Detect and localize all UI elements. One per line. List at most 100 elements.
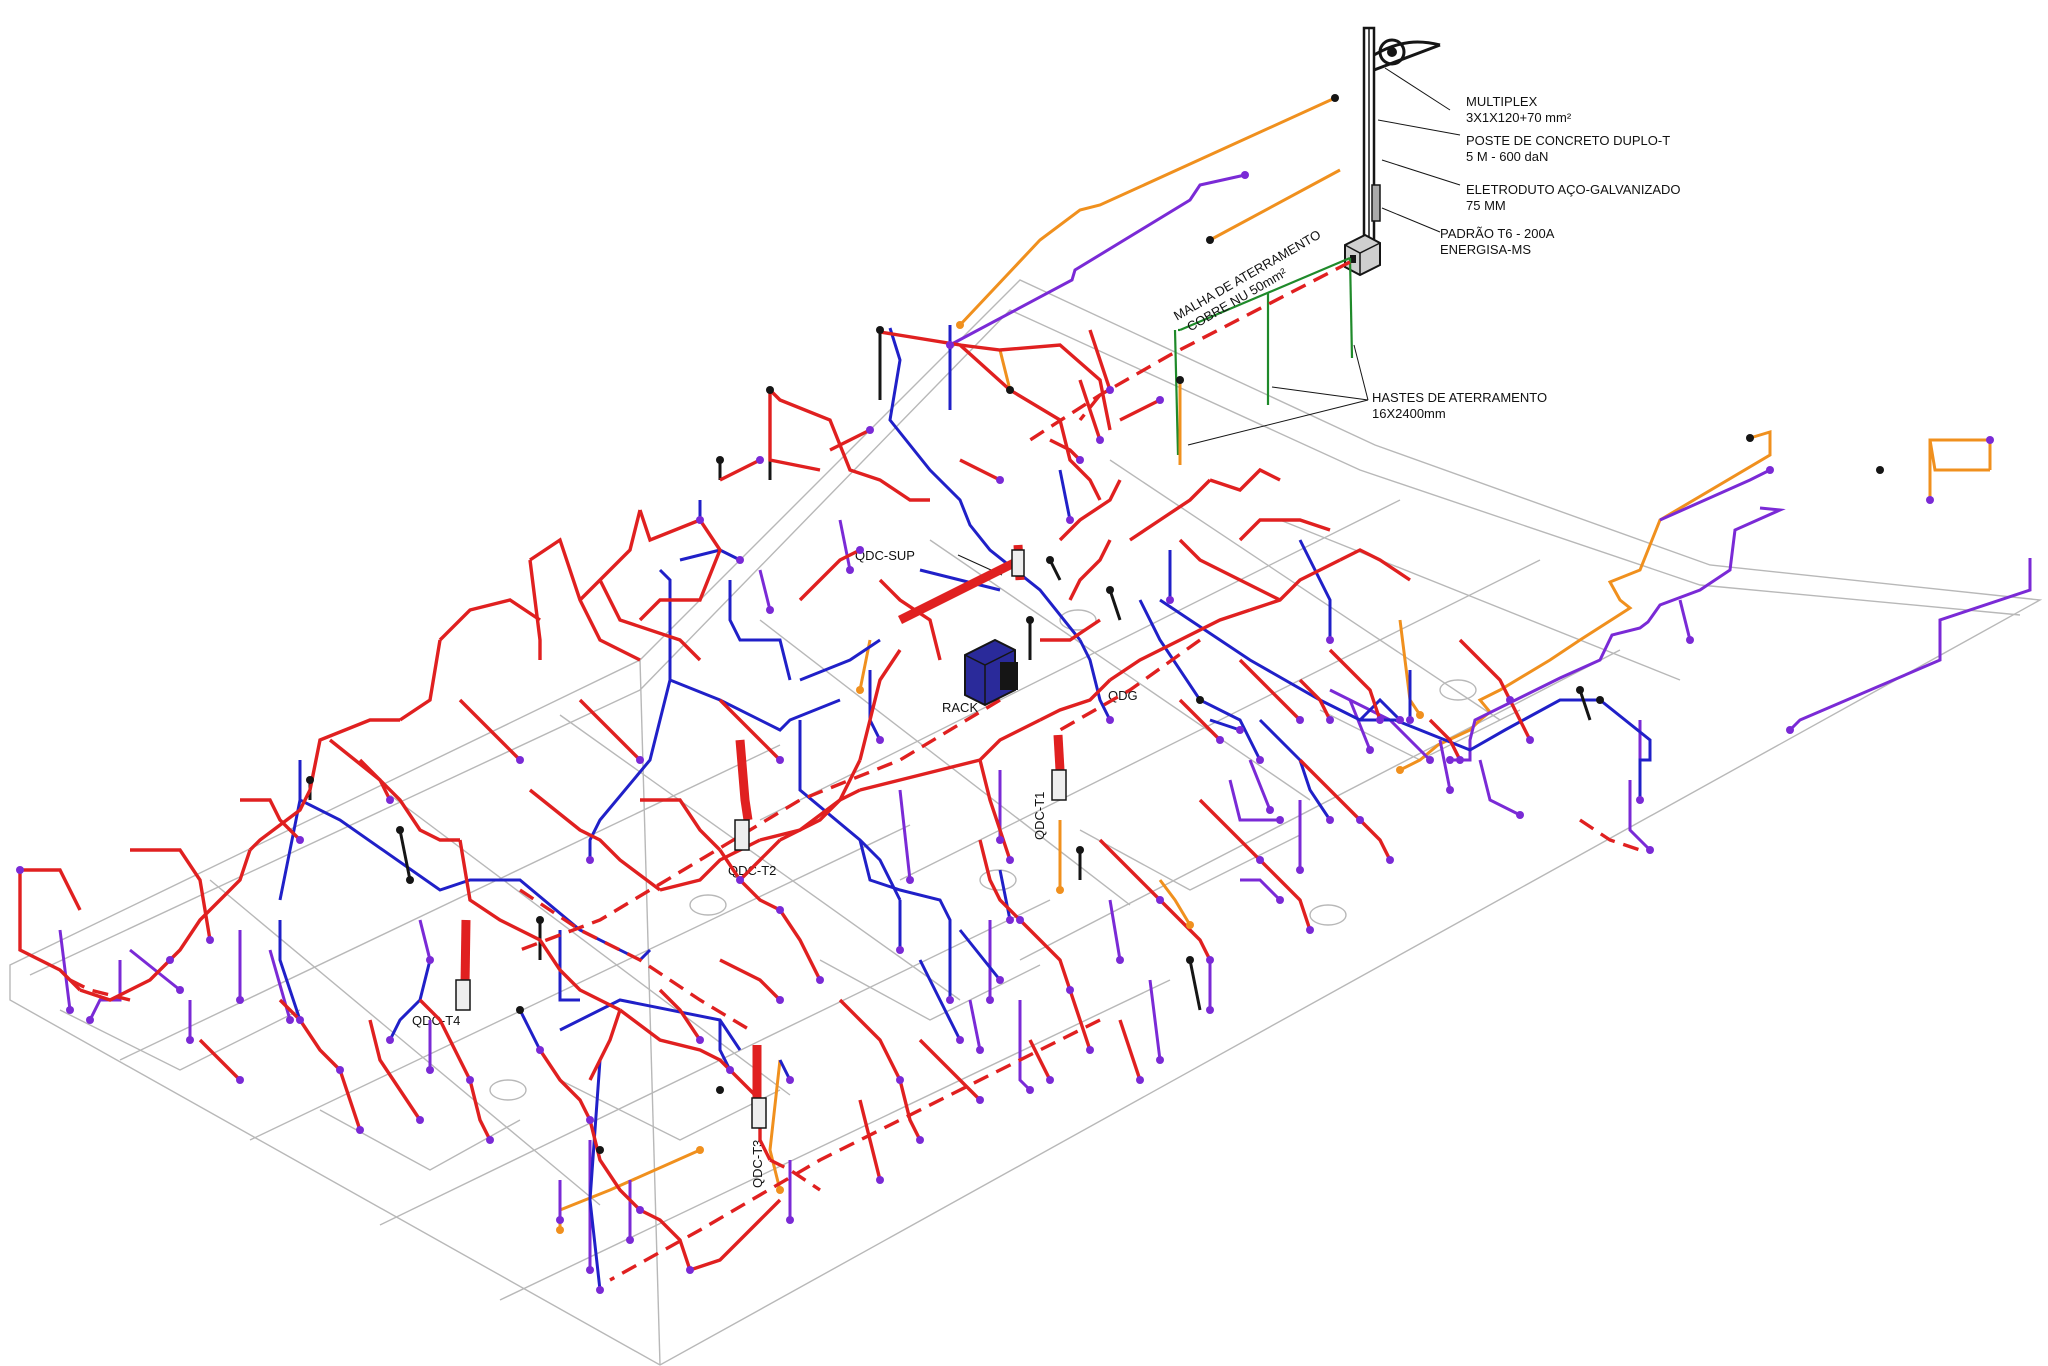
purple-run-5: [1438, 739, 1452, 791]
outlet-point: [1986, 436, 1994, 444]
outlet-point: [236, 996, 244, 1004]
outlet-point: [296, 836, 304, 844]
padrao-label: PADRÃO T6 - 200A: [1440, 226, 1555, 241]
outlet-point: [686, 1266, 694, 1274]
red-run-51: [418, 998, 472, 1081]
outlet-point: [946, 996, 954, 1004]
outlet-point: [386, 1036, 394, 1044]
outlet-point: [716, 456, 724, 464]
outlet-point: [336, 1066, 344, 1074]
blue-run-34: [998, 869, 1012, 921]
outlet-point: [386, 796, 394, 804]
rack-cabinet: [964, 638, 1018, 707]
outlet-point: [426, 1066, 434, 1074]
red-run-87: [798, 548, 861, 602]
outlet-point: [1216, 736, 1224, 744]
blue-run-23: [1058, 469, 1072, 521]
red-run-10: [399, 639, 442, 722]
orange-run-0: [958, 96, 1336, 327]
red-run-82: [578, 698, 642, 762]
outlet-point: [1006, 916, 1014, 924]
red-run-59: [1068, 989, 1092, 1051]
outlet-point: [1766, 466, 1774, 474]
purple-run-22: [58, 929, 72, 1011]
outlet-point: [1926, 496, 1934, 504]
outlet-point: [1326, 816, 1334, 824]
outlet-point: [856, 686, 864, 694]
red-run-66: [1428, 718, 1462, 761]
outlet-point: [86, 1016, 94, 1024]
red-run-45: [778, 909, 822, 981]
red-run-73: [658, 988, 702, 1041]
outlet-point: [976, 1046, 984, 1054]
blue-run-6: [278, 799, 302, 901]
outlet-point: [1786, 726, 1794, 734]
outlet-point: [296, 1016, 304, 1024]
outlet-point: [1026, 616, 1034, 624]
red-run-69: [1328, 648, 1382, 721]
conduit-pipe: [1371, 184, 1381, 222]
black-run-4: [1578, 689, 1592, 721]
red-run-38: [1040, 618, 1101, 642]
outlet-point: [626, 1236, 634, 1244]
red-run-3: [768, 390, 821, 472]
red-run-13: [168, 849, 252, 962]
outlet-point: [1376, 716, 1384, 724]
red-run-74: [838, 998, 902, 1081]
dashed-run-5: [609, 1018, 1101, 1282]
red-run-43: [640, 798, 722, 852]
purple-run-25: [418, 919, 432, 961]
red-run-79: [1118, 1019, 1142, 1081]
red-run-18: [240, 798, 302, 842]
outlet-point: [866, 426, 874, 434]
outlet-point: [1636, 796, 1644, 804]
red-run-90: [959, 458, 1001, 482]
outlet-point: [586, 1266, 594, 1274]
black-run-5: [398, 829, 412, 881]
outlet-point: [1006, 386, 1014, 394]
red-run-48: [588, 1119, 642, 1212]
red-run-1: [959, 343, 1112, 431]
outlet-point: [1356, 816, 1364, 824]
outlet-point: [586, 1116, 594, 1124]
annotation-leaders: [957, 67, 1461, 576]
blue-run-17: [718, 1020, 732, 1071]
outlet-point: [916, 1136, 924, 1144]
blue-run-21: [1258, 718, 1332, 821]
red-run-14: [79, 958, 172, 1002]
outlet-point: [1396, 766, 1404, 774]
outlet-point: [906, 876, 914, 884]
qdc-t4-panel: [455, 979, 471, 1011]
red-run-67: [1458, 638, 1512, 701]
outlet-point: [466, 1076, 474, 1084]
red-run-28: [1039, 678, 1112, 722]
dashed-run-3: [1059, 638, 1201, 732]
outlet-point: [1416, 711, 1424, 719]
red-run-12: [248, 789, 312, 852]
red-run-5: [578, 509, 642, 602]
outlet-point: [946, 341, 954, 349]
outlet-point: [406, 876, 414, 884]
rack-label: RACK: [942, 700, 978, 715]
feeder-bundle-0: [735, 739, 753, 821]
outlet-point: [1156, 396, 1164, 404]
red-run-33: [1129, 478, 1212, 542]
eletroduto-label: ELETRODUTO AÇO-GALVANIZADO: [1466, 182, 1681, 197]
red-run-34: [1209, 467, 1281, 492]
red-run-8: [528, 559, 542, 660]
outlet-point: [556, 1216, 564, 1224]
blue-run-20: [1138, 599, 1262, 761]
outlet-point: [736, 556, 744, 564]
outlet-point: [1056, 886, 1064, 894]
outlet-point: [1016, 916, 1024, 924]
red-run-78: [1028, 1039, 1052, 1081]
red-run-54: [278, 998, 342, 1072]
red-run-85: [1088, 329, 1112, 391]
qdc-t1-label: QDC-T1: [1032, 792, 1047, 840]
outlet-point: [846, 566, 854, 574]
purple-run-34: [1148, 979, 1162, 1061]
outlet-point: [1076, 846, 1084, 854]
purple-run-33: [1108, 899, 1122, 961]
red-run-53: [368, 1019, 422, 1121]
